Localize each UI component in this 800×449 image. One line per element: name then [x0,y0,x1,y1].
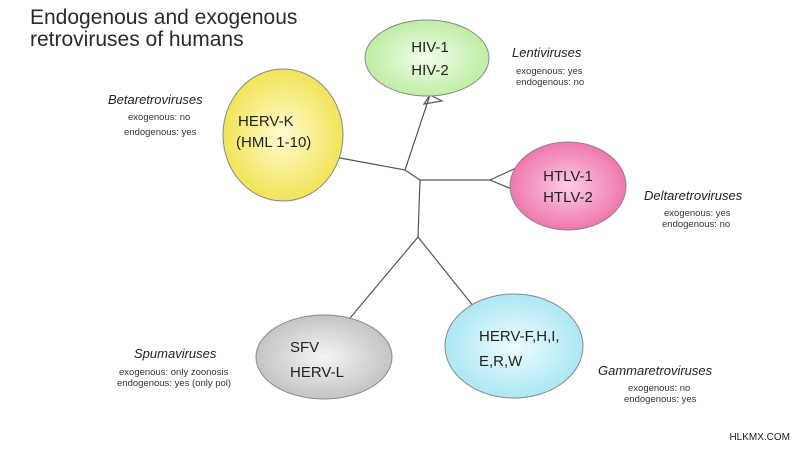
watermark-text: HLKMX.COM [729,432,790,443]
tree-branches [317,94,517,331]
branch-trunk [417,179,421,238]
gammaretroviruses-ellipse [444,293,584,399]
lentiviruses-genus-label: Lentiviruses [512,45,582,60]
betaretroviruses-genus-label: Betaretroviruses [108,92,203,107]
betaretroviruses-exogenous-status: exogenous: no [128,112,191,123]
branch-betaretroviruses [339,157,406,171]
betaretroviruses-endogenous-status: endogenous: yes [124,127,197,138]
betaretroviruses-member-2: (HML 1-10) [236,134,311,151]
branch-gammaretroviruses [417,236,479,313]
spumaviruses-member-1: SFV [290,339,319,356]
deltaretroviruses-exogenous-status: exogenous: yes [664,208,731,219]
deltaretroviruses-endogenous-status: endogenous: no [662,219,731,230]
lentiviruses-member-1: HIV-1 [411,39,449,56]
spumaviruses-genus-label: Spumaviruses [134,346,217,361]
lentiviruses-member-2: HIV-2 [411,62,449,79]
spumaviruses-endogenous-status: endogenous: yes (only pol) [117,378,232,389]
deltaretroviruses-member-1: HTLV-1 [543,168,593,185]
branch-lentiviruses [404,94,431,171]
deltaretroviruses-member-2: HTLV-2 [543,189,593,206]
deltaretroviruses-ellipse [509,141,627,231]
lentiviruses-ellipse [364,19,490,97]
deltaretroviruses-genus-label: Deltaretroviruses [644,188,743,203]
spumaviruses-exogenous-status: exogenous: only zoonosis [119,367,229,378]
gammaretroviruses-member-2: E,R,W [479,353,523,370]
spumaviruses-ellipse [255,314,393,400]
spumaviruses-member-2: HERV-L [290,364,344,381]
betaretroviruses-member-1: HERV-K [238,113,294,130]
gammaretroviruses-genus-label: Gammaretroviruses [598,363,713,378]
betaretroviruses-ellipse [222,68,344,202]
tip-lentiviruses [422,94,444,105]
diagram-title-line-1: Endogenous and exogenous [30,6,298,29]
gammaretroviruses-endogenous-status: endogenous: yes [624,394,697,405]
gammaretroviruses-exogenous-status: exogenous: no [628,383,691,394]
gammaretroviruses-member-1: HERV-F,H,I, [479,328,560,345]
branch-deltaretroviruses [404,169,490,181]
diagram-title-line-2: retroviruses of humans [30,28,244,51]
branch-spumaviruses [339,236,419,331]
lentiviruses-exogenous-status: exogenous: yes [516,66,583,77]
lentiviruses-endogenous-status: endogenous: no [516,77,585,88]
